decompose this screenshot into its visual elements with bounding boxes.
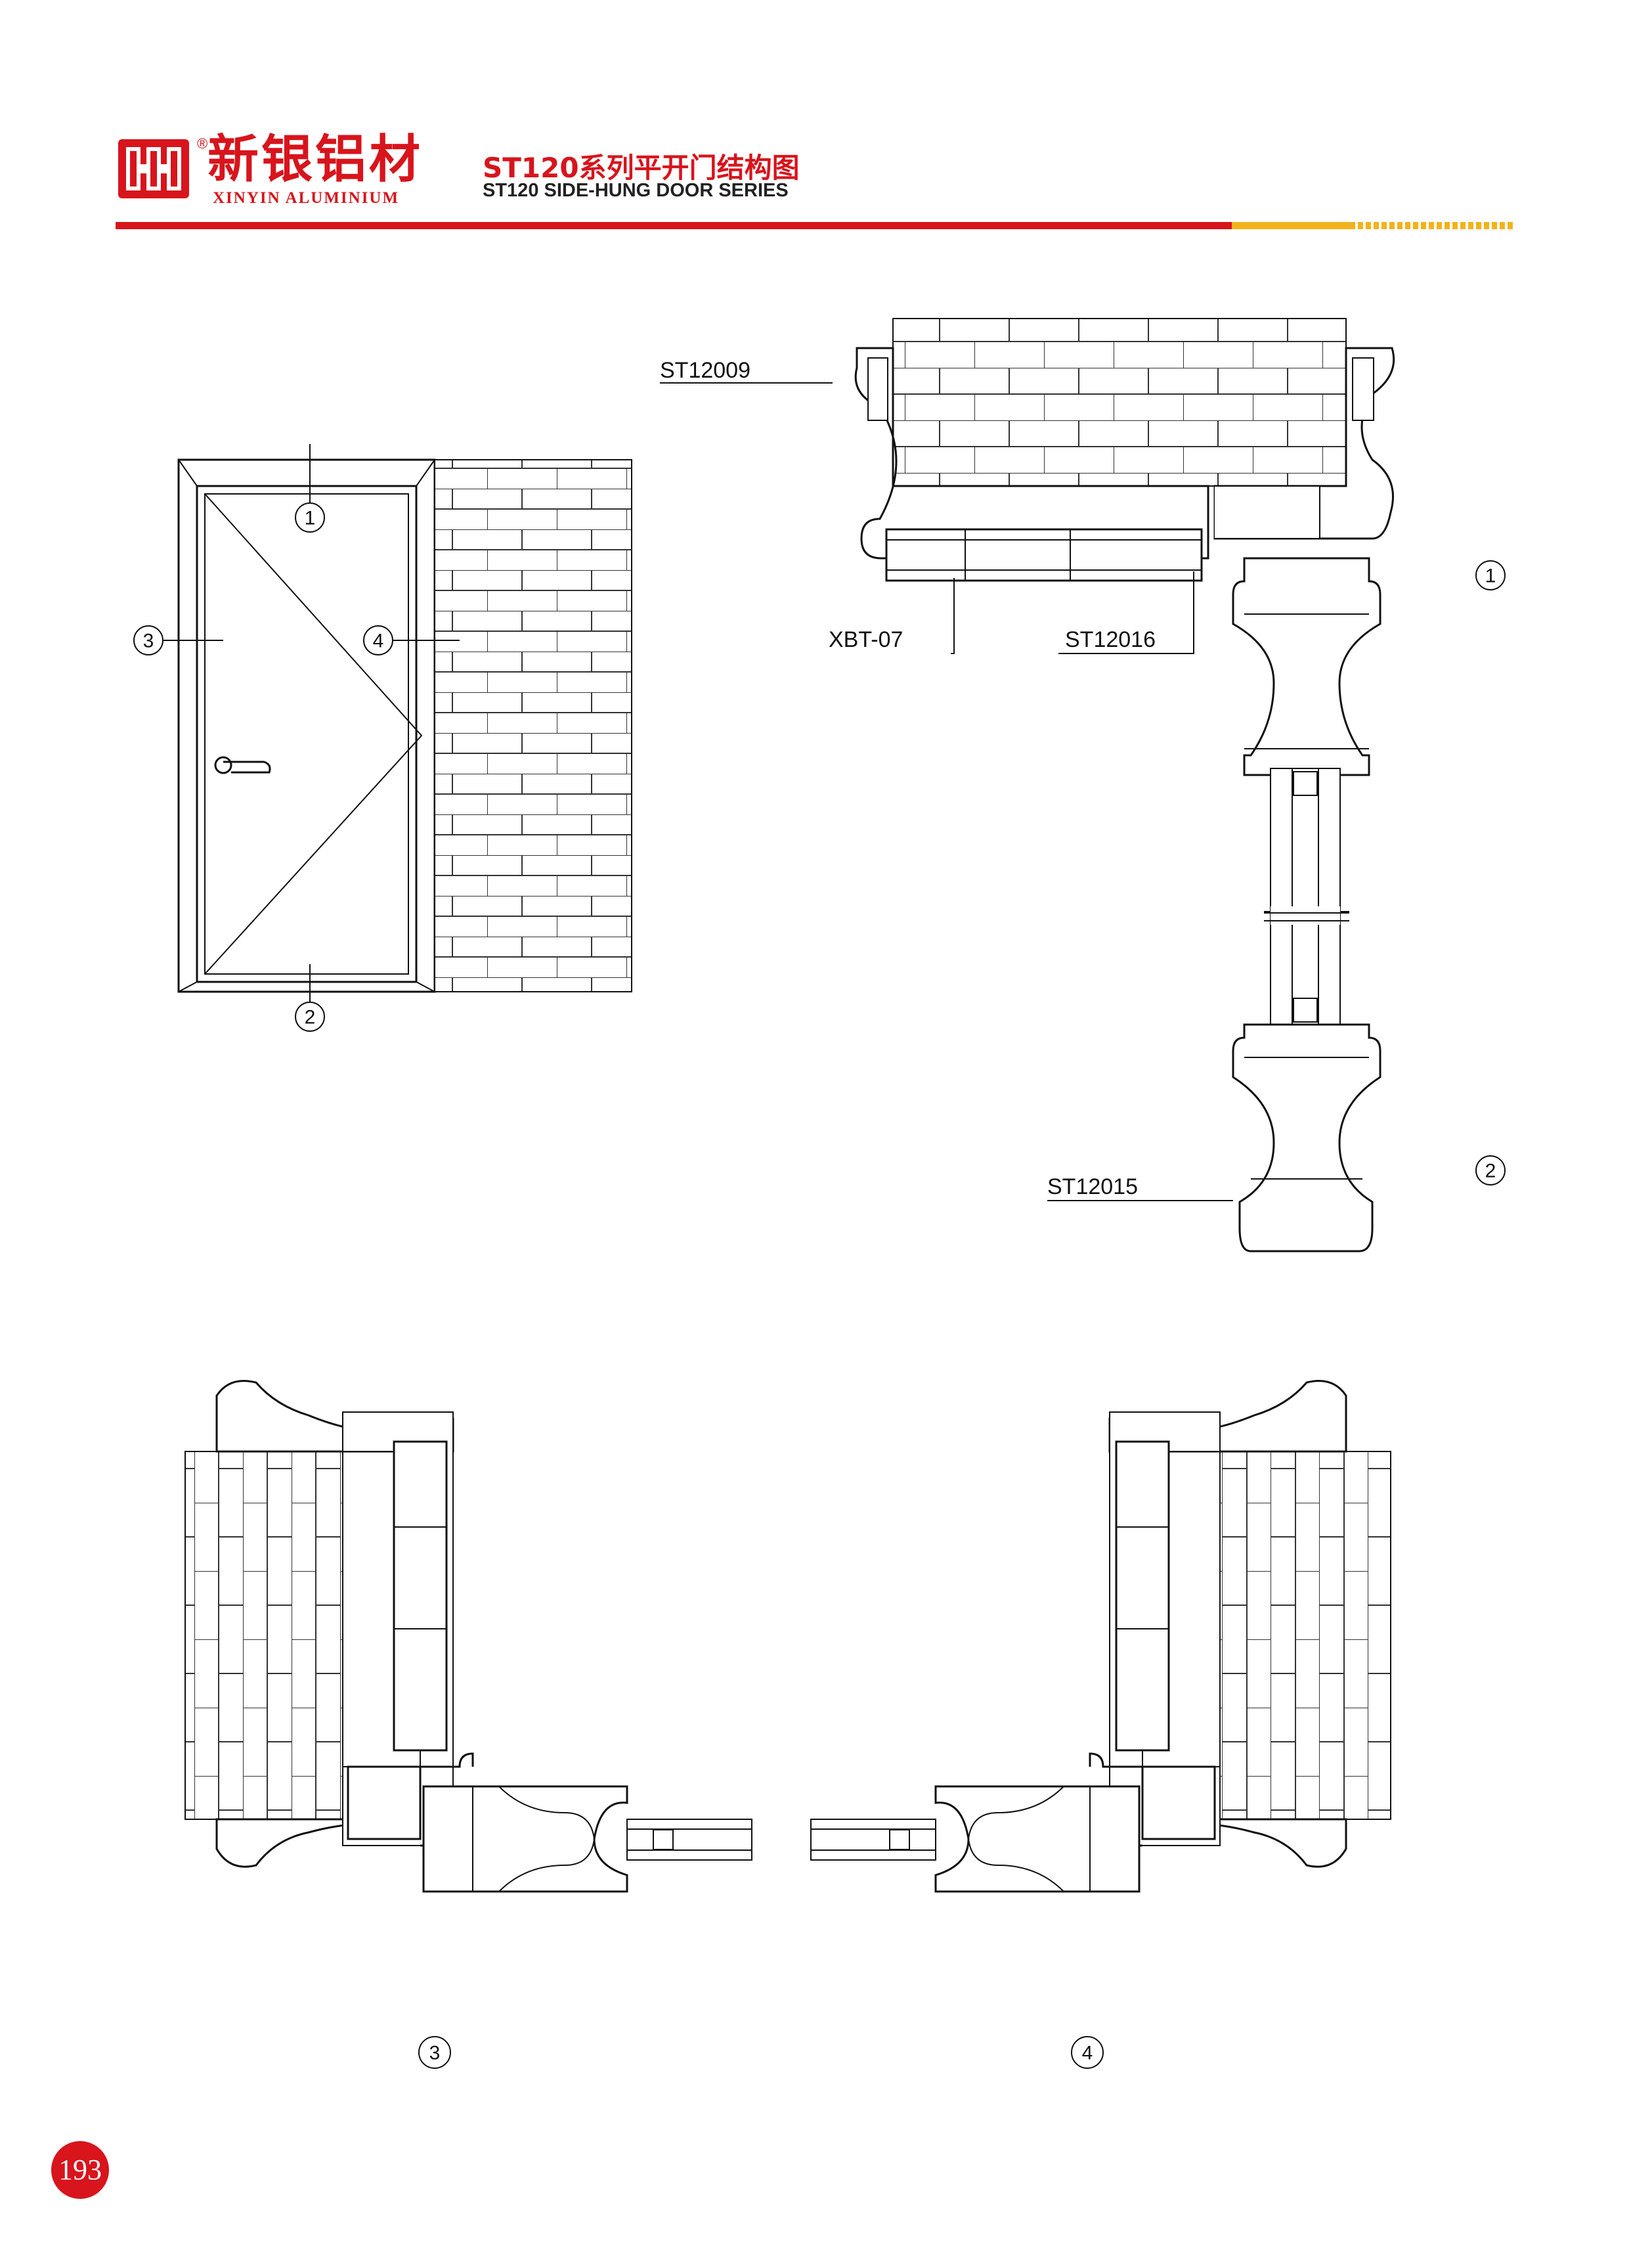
header-rule-dashed [1350, 222, 1514, 229]
right-brick-wall [1219, 1451, 1391, 1820]
section-leader-lines [660, 382, 1233, 1201]
glass-pane [204, 493, 409, 975]
registered-mark: ® [197, 135, 208, 152]
door-handle-icon [214, 756, 271, 774]
page-number-badge: 193 [51, 2141, 109, 2199]
section-marker-1-text: 1 [1485, 565, 1496, 587]
right-glass-unit [810, 1819, 936, 1861]
opening-direction-lines [204, 493, 423, 975]
logo-mark-icon [118, 139, 189, 198]
callout-2 [295, 1002, 325, 1032]
label-ST12009: ST12009 [660, 358, 750, 383]
label-ST12016: ST12016 [1065, 627, 1156, 652]
brand-name-en: XINYIN ALUMINIUM [213, 189, 400, 207]
left-frame-profile [215, 1380, 474, 1868]
brand-logo: ® 新银铝材 XINYIN ALUMINIUM [117, 131, 445, 210]
section-marker-2-text: 2 [1485, 1161, 1496, 1182]
horizontal-section-left: 3 [185, 1380, 752, 2069]
door-elevation [177, 458, 436, 993]
elevation-brick-wall [434, 459, 632, 992]
page-title-en: ST120 SIDE-HUNG DOOR SERIES [483, 180, 789, 201]
label-ST12015: ST12015 [1047, 1174, 1138, 1199]
vertical-section: ST12009 XBT-07 ST12016 ST12015 1 2 [660, 318, 1506, 1252]
sash-profile-ST12015 [1232, 1023, 1381, 1252]
section-marker-2 [1475, 1155, 1506, 1185]
glass-insulated-unit [1264, 768, 1349, 1045]
frame-profile-ST12009 [854, 347, 1395, 560]
section-brick-wall [892, 318, 1347, 487]
header-rule-yellow [1232, 222, 1350, 229]
section-marker-3 [418, 2036, 451, 2069]
horizontal-section-right [810, 1380, 1391, 1893]
left-sash-profile [422, 1785, 628, 1893]
sash-frame [196, 485, 418, 983]
section-marker-4-text: 4 [1082, 2043, 1093, 2064]
callout-3 [133, 625, 163, 655]
mullion-ST12016 [1232, 557, 1381, 776]
callout-4 [363, 625, 393, 655]
callout-1-text: 1 [305, 508, 316, 529]
section-marker-3-text: 3 [429, 2043, 441, 2064]
callout-1 [295, 502, 325, 533]
right-frame-profile [1089, 1380, 1347, 1868]
page-title-cn: ST120系列平开门结构图 [483, 152, 800, 184]
brand-name-cn: 新银铝材 [207, 130, 424, 189]
callout-2-text: 2 [305, 1007, 316, 1029]
section-marker-1 [1475, 560, 1506, 590]
outer-frame [177, 458, 436, 993]
callout-4-text: 4 [373, 631, 384, 652]
bead-XBT-07 [885, 528, 1203, 582]
right-sash-profile [934, 1785, 1141, 1893]
section-marker-4 [1071, 2036, 1104, 2069]
header-rule-red [116, 222, 1232, 229]
elevation-callouts [133, 444, 460, 1032]
label-XBT-07: XBT-07 [829, 627, 903, 652]
left-brick-wall [185, 1451, 343, 1820]
callout-3-text: 3 [143, 631, 154, 652]
left-glass-unit [626, 1819, 752, 1861]
